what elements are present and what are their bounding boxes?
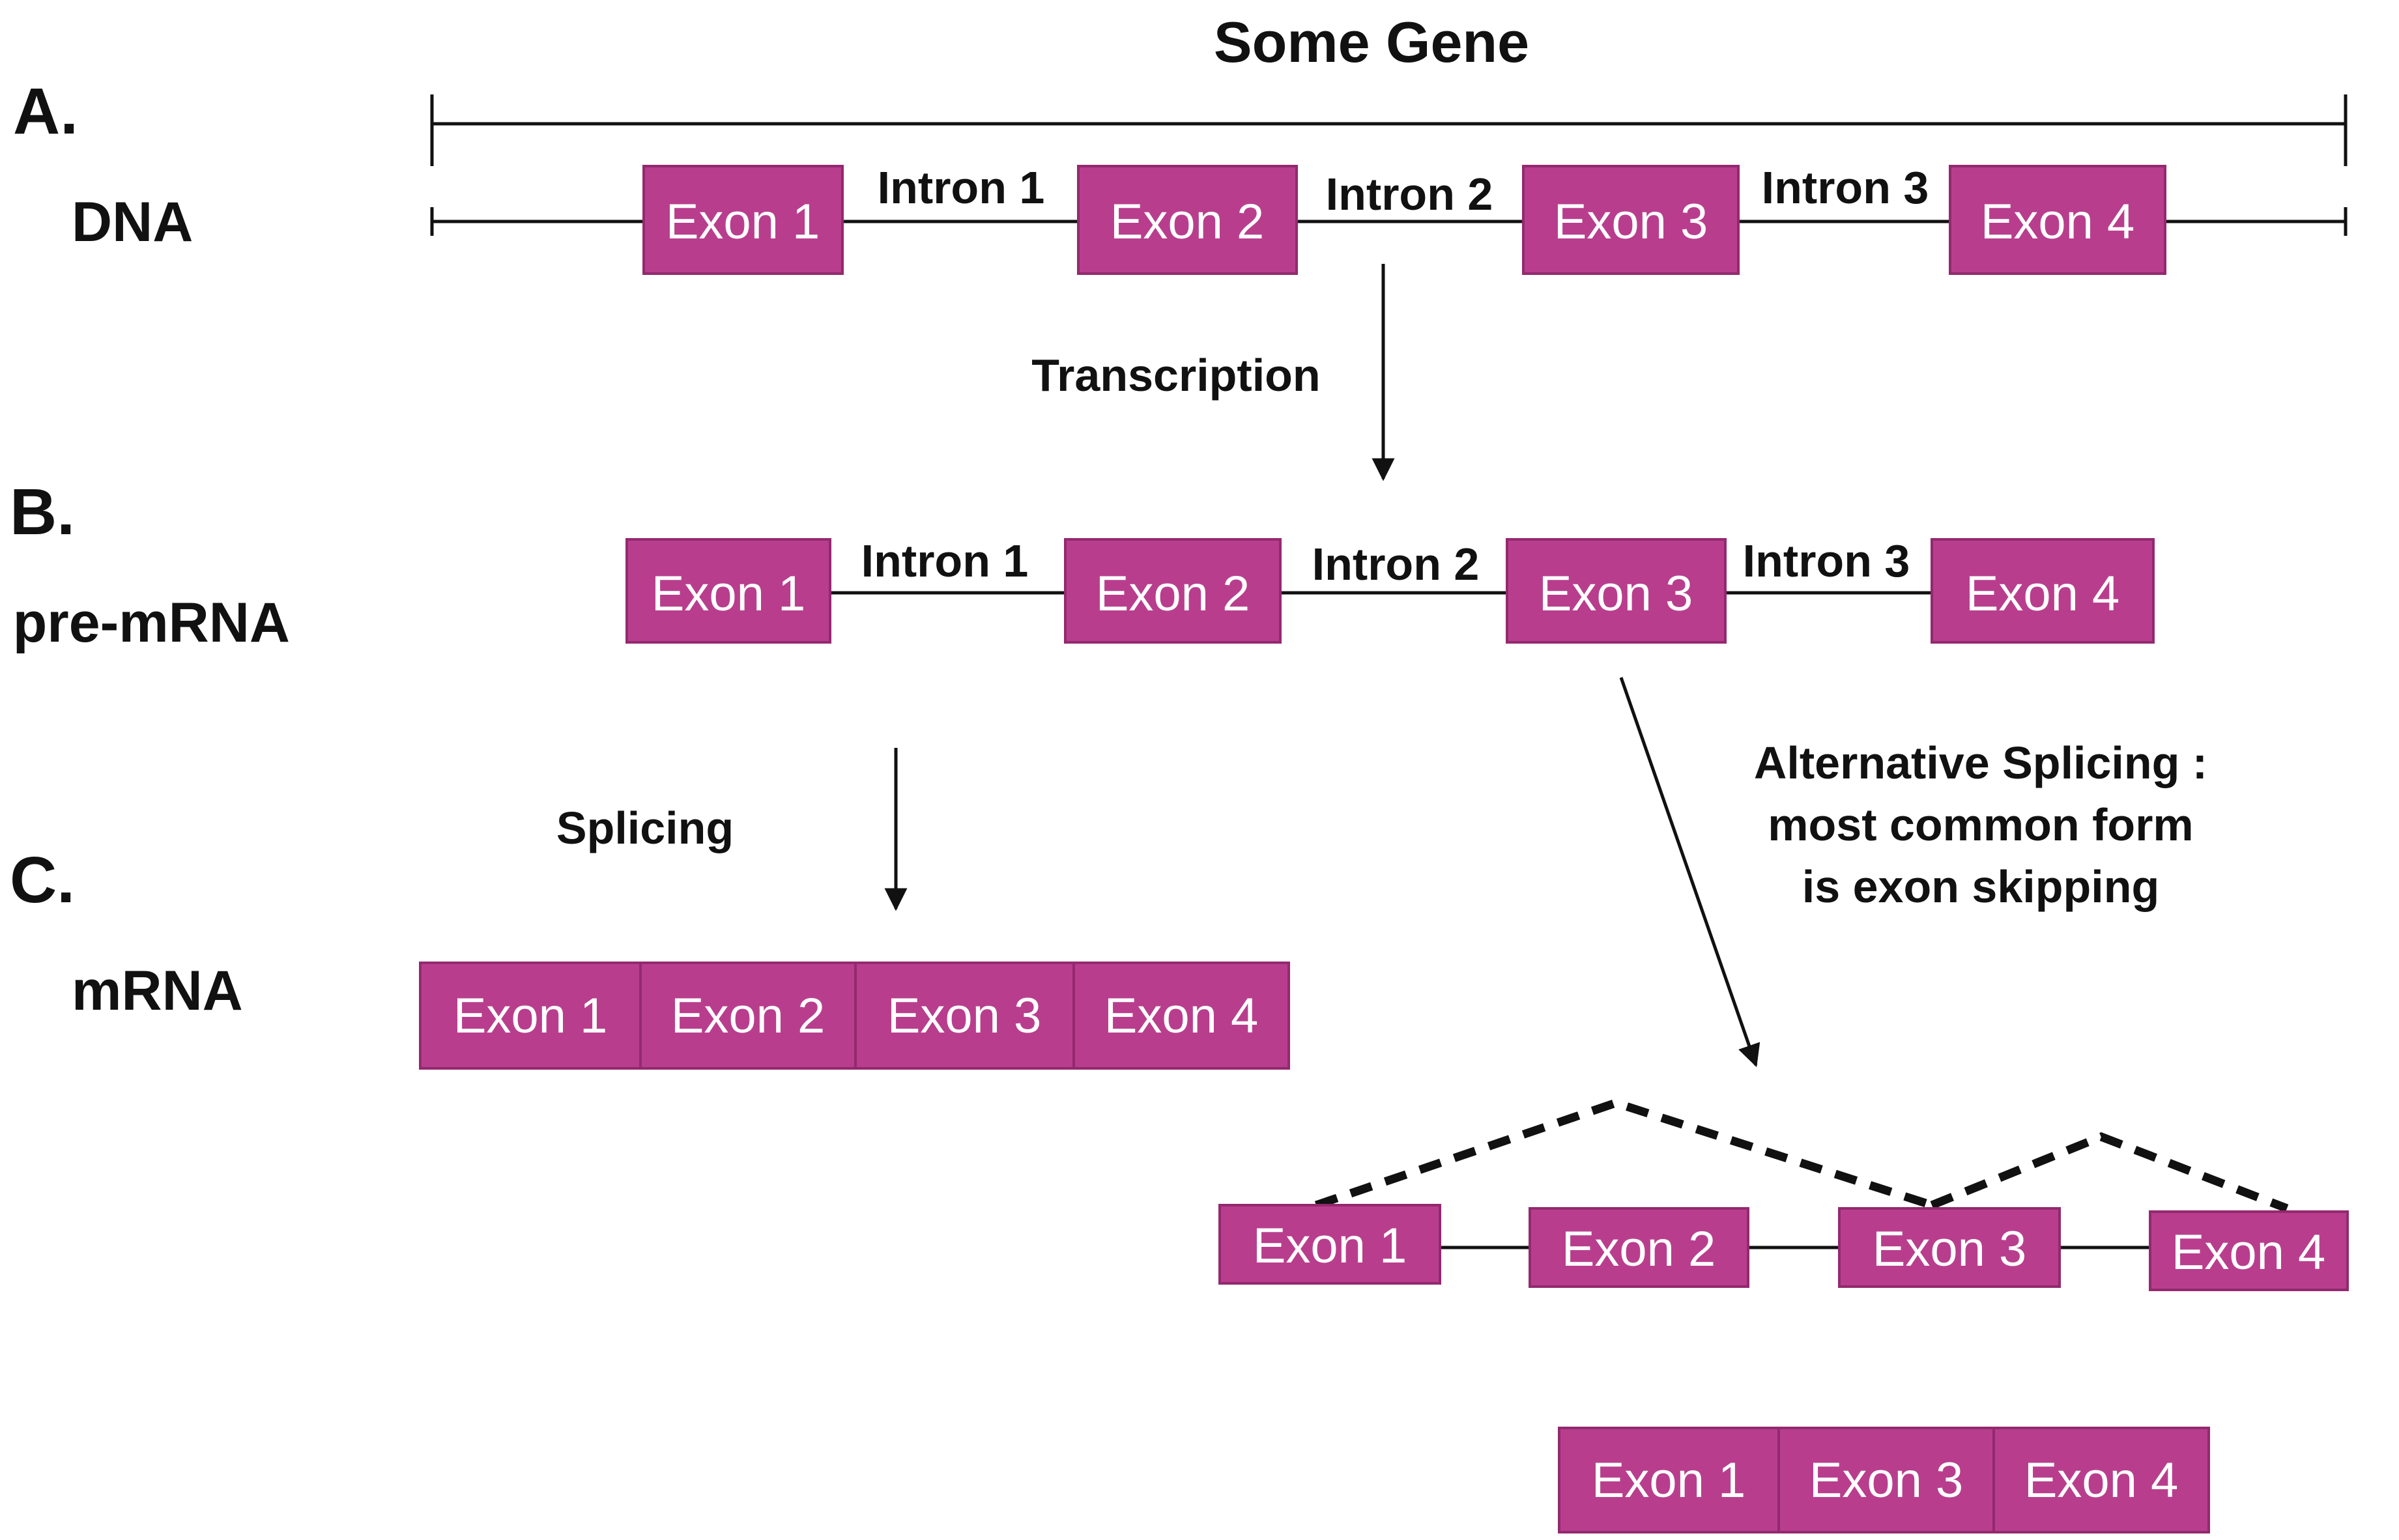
exon-box: Exon 4 xyxy=(1992,1427,2210,1533)
svg-text:Exon 4: Exon 4 xyxy=(2172,1225,2326,1280)
dna-label: DNA xyxy=(72,191,193,253)
mrna-label: mRNA xyxy=(72,960,243,1022)
svg-text:Exon 1: Exon 1 xyxy=(1253,1218,1407,1274)
pre-mrna-row: Exon 1 Exon 2 Exon 3 Exon 4 Intron 1 Int… xyxy=(625,535,2155,644)
svg-text:Exon 4: Exon 4 xyxy=(1966,566,2120,621)
intron-label: Intron 3 xyxy=(1762,162,1929,213)
svg-text:Exon 2: Exon 2 xyxy=(671,988,826,1044)
intron-label: Intron 1 xyxy=(878,162,1045,213)
svg-text:Alternative Splicing :: Alternative Splicing : xyxy=(1754,737,2207,788)
exon-box: Exon 3 xyxy=(854,962,1075,1070)
exon-box: Exon 2 xyxy=(1529,1207,1749,1288)
svg-text:Exon 3: Exon 3 xyxy=(1554,194,1708,250)
alternative-splicing-arrow xyxy=(1619,677,1760,1068)
svg-text:Exon 4: Exon 4 xyxy=(1104,988,1259,1044)
alternative-mrna-row: Exon 1 Exon 3 Exon 4 xyxy=(1558,1427,2210,1533)
svg-text:Exon 1: Exon 1 xyxy=(1592,1453,1746,1508)
exon-box: Exon 3 xyxy=(1522,165,1740,275)
exon-box: Exon 3 xyxy=(1838,1207,2061,1288)
svg-text:Exon 1: Exon 1 xyxy=(652,566,806,621)
exon-box: Exon 2 xyxy=(1064,538,1282,644)
svg-text:Exon 2: Exon 2 xyxy=(1110,194,1265,250)
gene-title: Some Gene xyxy=(1214,10,1529,74)
section-c-letter: C. xyxy=(10,844,75,917)
svg-text:Exon 1: Exon 1 xyxy=(666,194,820,250)
svg-text:Exon 3: Exon 3 xyxy=(1873,1221,2027,1277)
svg-text:Exon 2: Exon 2 xyxy=(1562,1221,1716,1277)
gene-span-bracket xyxy=(430,94,2348,166)
transcription-label: Transcription xyxy=(1031,350,1320,401)
alternative-pre-mrna-row: Exon 1 Exon 2 Exon 3 Exon 4 xyxy=(1218,1204,2349,1291)
exon-box: Exon 4 xyxy=(1949,165,2166,275)
exon-box: Exon 2 xyxy=(1077,165,1298,275)
exon-box: Exon 3 xyxy=(1777,1427,1995,1533)
exon-box: Exon 1 xyxy=(642,165,844,275)
svg-text:Exon 1: Exon 1 xyxy=(453,988,608,1044)
alternative-splicing-caption: Alternative Splicing : most common form … xyxy=(1754,737,2207,912)
exon-box: Exon 3 xyxy=(1506,538,1727,644)
exon-box: Exon 1 xyxy=(419,962,642,1070)
exon-box: Exon 4 xyxy=(1072,962,1290,1070)
exon-box: Exon 1 xyxy=(625,538,831,644)
dna-row: Exon 1 Exon 2 Exon 3 Exon 4 Intron 1 Int… xyxy=(430,162,2348,275)
svg-text:is exon skipping: is exon skipping xyxy=(1802,861,2159,912)
exon-box: Exon 1 xyxy=(1218,1204,1441,1285)
section-b-letter: B. xyxy=(10,476,75,549)
svg-text:Exon 4: Exon 4 xyxy=(2024,1453,2179,1508)
mrna-row: Exon 1 Exon 2 Exon 3 Exon 4 xyxy=(419,962,1290,1070)
exon-box: Exon 1 xyxy=(1558,1427,1780,1533)
intron-label: Intron 2 xyxy=(1312,539,1480,590)
exon-box: Exon 4 xyxy=(2149,1210,2349,1291)
svg-text:Exon 4: Exon 4 xyxy=(1981,194,2135,250)
svg-text:most common form: most common form xyxy=(1768,799,2193,850)
pre-mrna-label: pre-mRNA xyxy=(13,592,290,654)
svg-text:Exon 3: Exon 3 xyxy=(887,988,1042,1044)
intron-label: Intron 3 xyxy=(1743,535,1910,586)
svg-text:Exon 3: Exon 3 xyxy=(1809,1453,1964,1508)
intron-label: Intron 1 xyxy=(861,535,1029,586)
section-a-letter: A. xyxy=(13,75,78,148)
splicing-label: Splicing xyxy=(556,803,734,853)
intron-label: Intron 2 xyxy=(1326,169,1493,220)
exon-box: Exon 2 xyxy=(639,962,857,1070)
svg-text:Exon 3: Exon 3 xyxy=(1539,566,1693,621)
exon-skipping-splice-lines xyxy=(1314,1098,2289,1213)
svg-text:Exon 2: Exon 2 xyxy=(1096,566,1250,621)
exon-box: Exon 4 xyxy=(1931,538,2155,644)
